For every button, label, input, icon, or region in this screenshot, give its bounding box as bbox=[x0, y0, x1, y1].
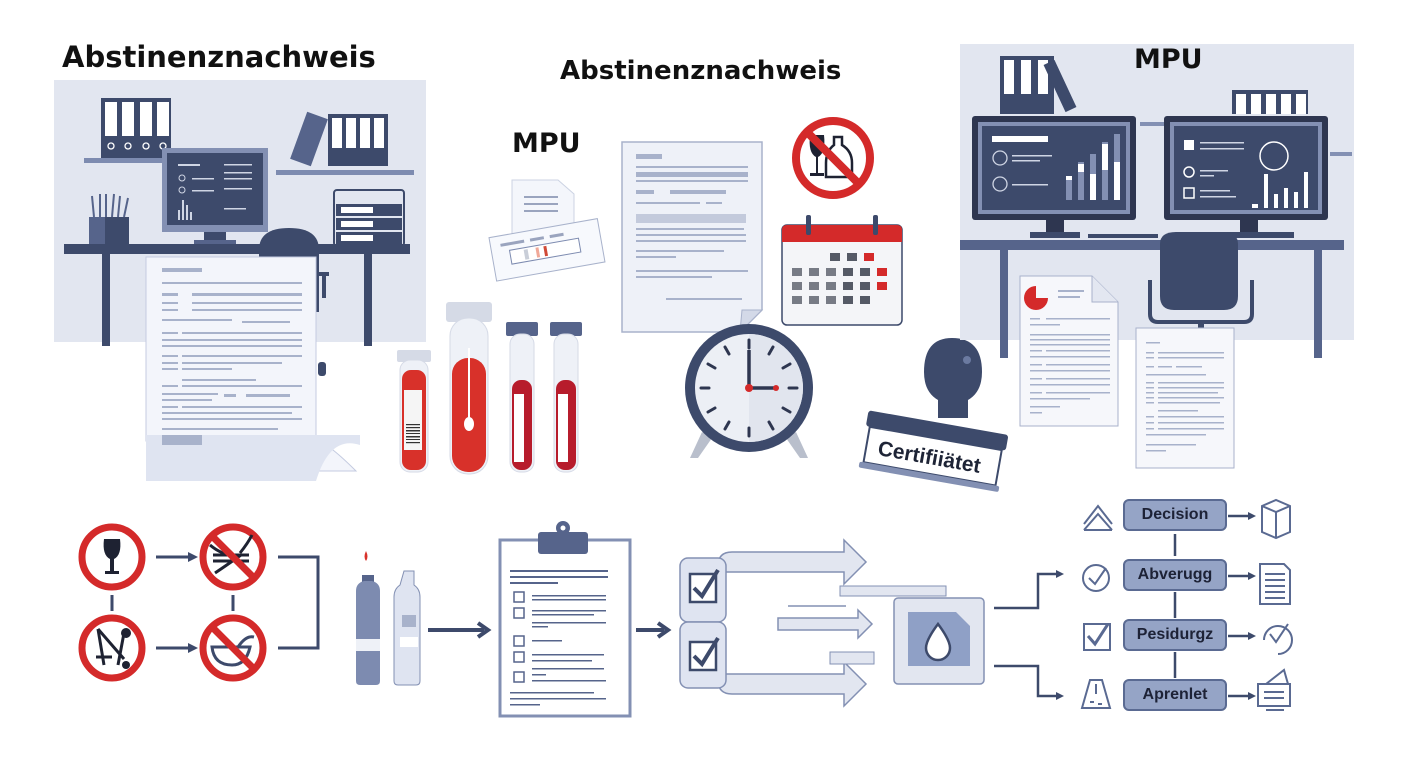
flow-node-decision: Decision bbox=[1123, 499, 1227, 531]
binders-icon bbox=[101, 98, 171, 160]
flow-node-abverugg: Abverugg bbox=[1123, 559, 1227, 591]
left-heading: Abstinenznachweis bbox=[62, 40, 376, 74]
review-process-illustration bbox=[679, 538, 985, 708]
flow-node-label: Aprenlet bbox=[1142, 686, 1208, 703]
check-cycle-icon bbox=[1263, 623, 1293, 655]
no-drugs-plant-icon bbox=[199, 523, 267, 591]
no-alcohol-glass-icon bbox=[78, 523, 146, 591]
calendar-icon bbox=[781, 215, 903, 326]
no-alcohol-sign-icon bbox=[792, 117, 874, 199]
flow-node-label: Pesidurgz bbox=[1136, 626, 1214, 643]
up-chevrons-icon bbox=[1083, 504, 1113, 531]
document-icon bbox=[1259, 563, 1291, 605]
checklist-clipboard-icon bbox=[498, 521, 632, 718]
box-icon bbox=[1261, 498, 1291, 540]
flow-node-aprenlet: Aprenlet bbox=[1123, 679, 1227, 711]
no-bowl-icon bbox=[199, 614, 267, 682]
monitor-letter-icon bbox=[1257, 668, 1291, 711]
check-badge-icon bbox=[1082, 564, 1110, 592]
prohibition-signs-group bbox=[78, 523, 421, 686]
flow-node-label: Decision bbox=[1141, 506, 1209, 523]
no-substance-person-icon bbox=[78, 614, 146, 682]
arrow-right-icon-2 bbox=[636, 621, 672, 639]
flask-icon bbox=[1080, 679, 1112, 709]
center-document-icon bbox=[621, 141, 764, 334]
sample-bottles-icon bbox=[356, 551, 421, 686]
flow-node-label: Abverugg bbox=[1137, 566, 1213, 583]
center-mpu-heading: MPU bbox=[512, 128, 581, 159]
alarm-clock-icon bbox=[685, 324, 813, 458]
blood-test-tubes-icon bbox=[397, 302, 582, 475]
center-heading: Abstinenznachweis bbox=[560, 56, 842, 86]
flow-node-pesidurgz: Pesidurgz bbox=[1123, 619, 1227, 651]
decision-flow-connectors bbox=[994, 498, 1293, 711]
test-strip-document-icon bbox=[488, 179, 606, 282]
left-office-illustration bbox=[64, 98, 414, 481]
right-heading: MPU bbox=[1134, 44, 1203, 75]
checkbox-icon bbox=[1083, 623, 1111, 651]
arrow-right-icon bbox=[428, 621, 492, 639]
certificate-stamp: Certifiiätet bbox=[852, 334, 1012, 504]
stamp-handle-icon bbox=[858, 338, 1008, 492]
right-office-illustration bbox=[960, 56, 1352, 469]
